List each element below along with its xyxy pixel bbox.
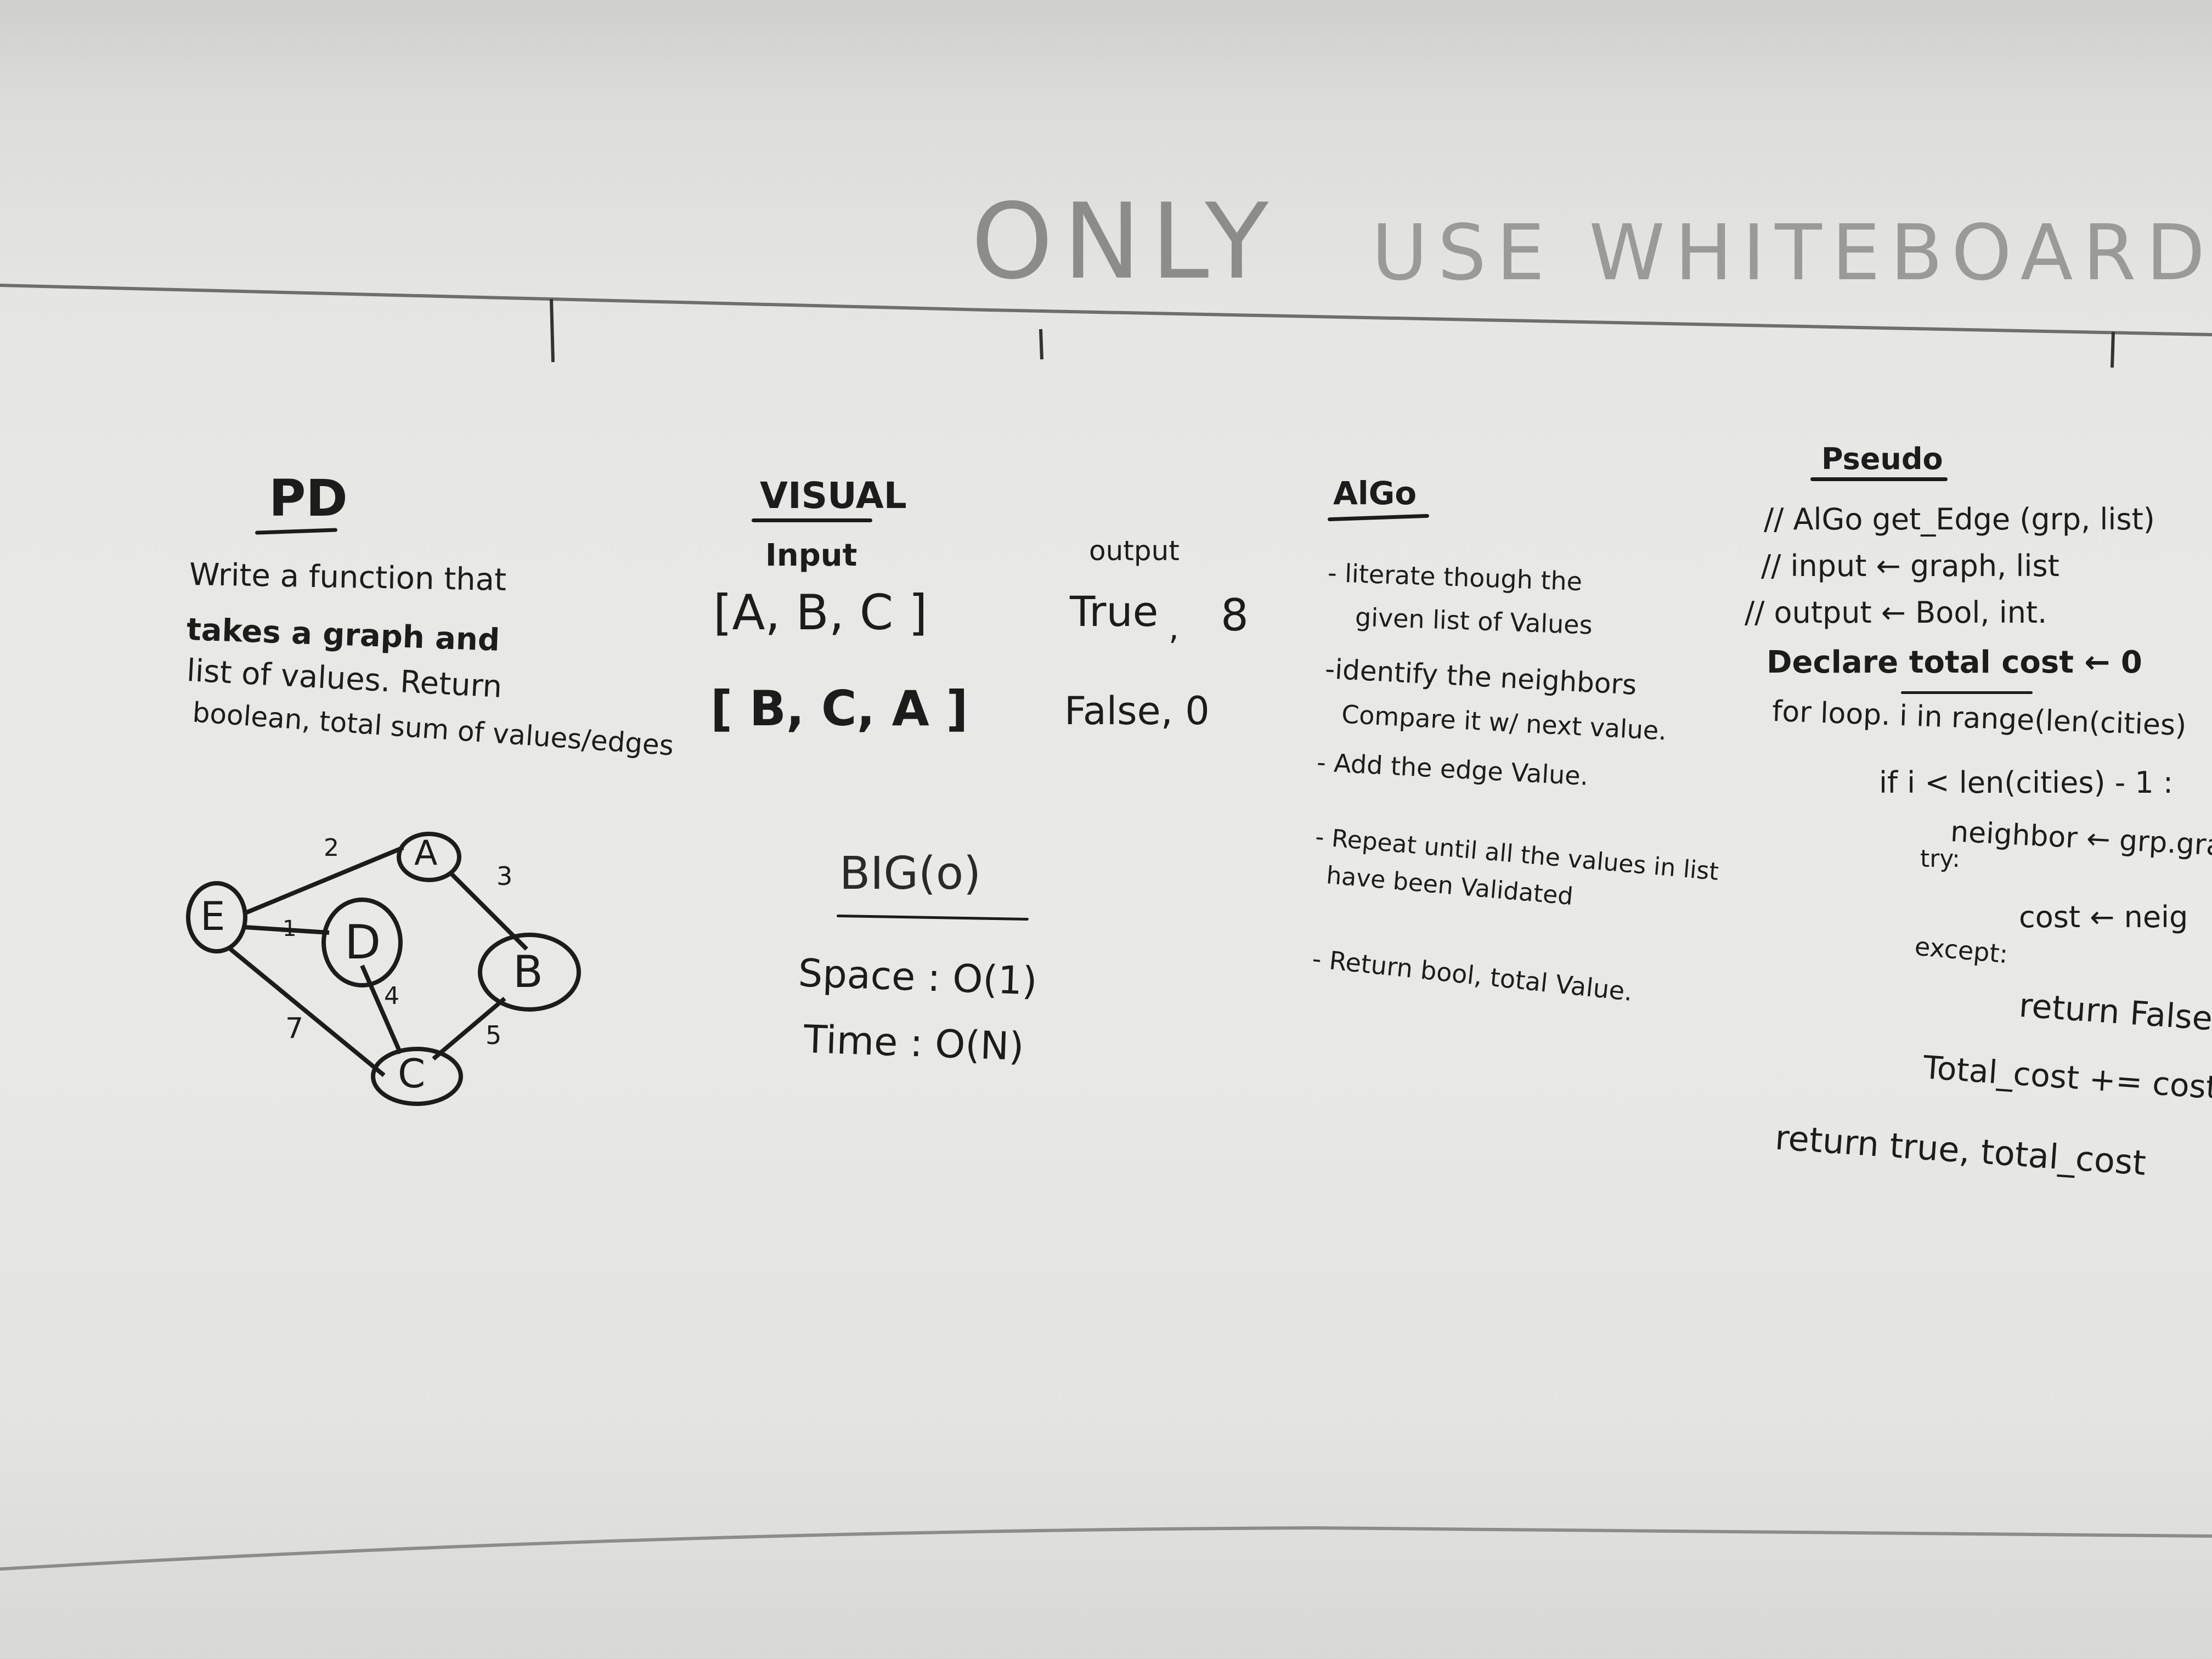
edge-weight-e-d: 1 — [283, 916, 297, 941]
edge-e-d — [244, 925, 330, 935]
node-a-circle — [397, 832, 461, 882]
pseudo-line-4: Declare total cost ← 0 — [1767, 645, 2142, 680]
visual-input-label: Input — [765, 538, 857, 573]
bigo-time: Time : O(N) — [803, 1017, 1025, 1069]
edge-b-c — [432, 996, 506, 1061]
edge-e-c — [229, 947, 386, 1077]
node-b-circle — [478, 933, 581, 1012]
node-d-circle — [321, 898, 403, 988]
visual-output-label: output — [1089, 535, 1180, 567]
pseudo-line-3: // output ← Bool, int. — [1745, 595, 2047, 630]
visual-input-1: [A, B, C ] — [713, 584, 928, 641]
visual-output-1-num: 8 — [1221, 590, 1249, 641]
banner-text-left: ONLY — [971, 181, 1279, 302]
algo-title: AlGo — [1333, 475, 1417, 512]
pd-title: PD — [269, 469, 348, 528]
pseudo-line-2: // input ← graph, list — [1761, 549, 2059, 583]
pseudo-underline — [1810, 477, 1948, 481]
pseudo-line-8: try: — [1920, 845, 1961, 873]
visual-input-2: [ B, C, A ] — [710, 680, 968, 737]
pseudo-line-9: cost ← neig — [2019, 900, 2188, 934]
visual-title: VISUAL — [760, 475, 907, 517]
pseudo-line-1: // AlGo get_Edge (grp, list) — [1764, 502, 2155, 537]
banner-text-right: USE WHITEBOARD I — [1372, 208, 2212, 298]
node-a-label: A — [414, 833, 438, 873]
edge-weight-a-b: 3 — [496, 861, 513, 891]
bigo-space: Space : O(1) — [797, 950, 1038, 1004]
edge-d-c — [360, 964, 403, 1054]
edge-weight-e-a: 2 — [324, 834, 339, 862]
pseudo-total-cost-underline — [1901, 691, 2033, 694]
visual-output-2: False, 0 — [1064, 689, 1210, 733]
edge-weight-e-c: 7 — [285, 1012, 304, 1045]
visual-output-1-bool: True — [1070, 587, 1159, 636]
node-c-circle — [371, 1047, 463, 1106]
node-e-label: E — [200, 893, 225, 939]
visual-output-1-sep: , — [1169, 609, 1180, 647]
pseudo-title: Pseudo — [1821, 442, 1943, 476]
node-b-label: B — [513, 946, 543, 997]
edge-weight-b-c: 5 — [486, 1020, 502, 1050]
edge-e-a — [243, 845, 404, 916]
node-e-circle — [186, 881, 247, 953]
edge-weight-d-c: 4 — [384, 982, 399, 1010]
bigo-title: BIG(o) — [839, 848, 981, 900]
node-d-label: D — [345, 915, 381, 970]
node-c-label: C — [398, 1051, 426, 1097]
pseudo-line-6: if i < len(cities) - 1 : — [1879, 765, 2174, 800]
visual-underline — [752, 518, 872, 522]
